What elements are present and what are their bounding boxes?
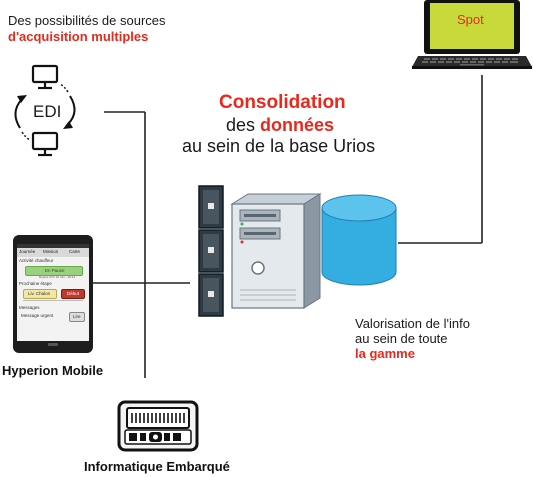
consolidation-line2: des données <box>226 116 334 134</box>
mobile-tab-carte[interactable]: Carte <box>69 249 81 254</box>
onboard-label: Informatique Embarqué <box>84 459 230 474</box>
mobile-section-messages: Messages <box>19 305 40 310</box>
sources-title-line1: Des possibilités de sources <box>8 13 166 28</box>
database-icon <box>321 194 397 286</box>
mobile-liv-label: Liv. Chalon <box>28 290 51 296</box>
consolidation-line2-prefix: des <box>226 115 256 135</box>
mobile-debut-label: Début <box>67 290 80 296</box>
mobile-divider <box>23 300 83 301</box>
sources-title-line2: d'acquisition multiples <box>8 29 149 44</box>
mobile-message-text: Message urgent <box>21 313 54 318</box>
mobile-pause-button[interactable]: En Pause <box>25 266 83 276</box>
mobile-screen: Journée Mission Carte Activité chauffeur… <box>17 244 89 341</box>
server-tower-icon <box>230 193 322 309</box>
mobile-tab-journee[interactable]: Journée <box>19 249 36 254</box>
mobile-section-activite: Activité chauffeur <box>19 258 54 263</box>
mobile-liv-button[interactable]: Liv. Chalon <box>23 289 57 299</box>
consolidation-line2-highlight: données <box>260 115 335 135</box>
consolidation-title: Consolidation <box>219 92 346 113</box>
edi-label: EDI <box>33 102 62 121</box>
mobile-section-etape: Prochaine étape <box>19 281 52 286</box>
consolidation-line3: au sein de la base Urios <box>182 136 376 156</box>
mobile-status-bar <box>17 244 89 248</box>
mobile-debut-button[interactable]: Début <box>61 289 85 299</box>
mobile-label: Hyperion Mobile <box>2 363 104 378</box>
mobile-device: Journée Mission Carte Activité chauffeur… <box>13 235 93 353</box>
monitor-icon-bottom <box>31 131 59 157</box>
mobile-read-button[interactable]: Lire <box>69 312 85 322</box>
laptop-screen-label: Spot <box>457 12 484 27</box>
mobile-tab-mission[interactable]: Mission <box>43 249 59 254</box>
mobile-pause-label: En Pause <box>45 267 65 273</box>
valorisation-line3: la gamme <box>355 346 415 361</box>
rack-units-icon <box>198 185 224 317</box>
monitor-icon-top <box>31 64 59 90</box>
valorisation-line2: au sein de toute <box>355 331 448 346</box>
mobile-tab-bar: Journée Mission Carte <box>17 248 89 257</box>
mobile-home-button <box>48 343 58 346</box>
mobile-read-label: Lire <box>73 313 81 319</box>
mobile-note: Depuis 13 h 10 min - 10:14 <box>39 275 76 279</box>
valorisation-line1: Valorisation de l'info <box>355 316 470 331</box>
